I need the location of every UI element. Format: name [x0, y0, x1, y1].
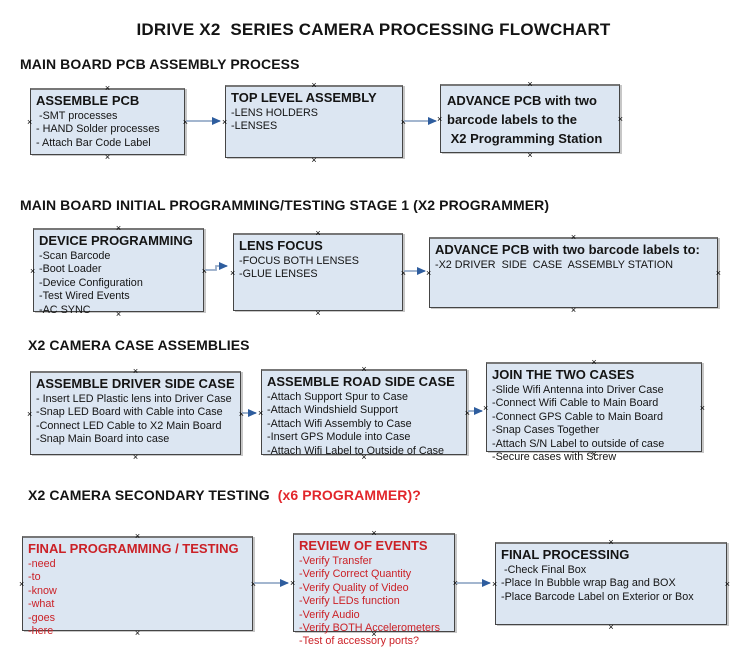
box-item: -Insert GPS Module into Case: [267, 431, 411, 444]
box-title: JOIN THE TWO CASES: [492, 367, 635, 382]
box-item: -Test Wired Events: [39, 290, 130, 303]
box-item: -Attach Wifi Assembly to Case: [267, 417, 412, 430]
box-item: -Slide Wifi Antenna into Driver Case: [492, 384, 664, 396]
box-item: -goes: [28, 611, 56, 624]
box-item: -Attach Wifi Label to Outside of Case: [267, 444, 445, 457]
section-heading-pcb-assembly: MAIN BOARD PCB ASSEMBLY PROCESS: [20, 56, 300, 72]
box-advance-pcb-driver-side: ADVANCE PCB with two barcode labels to: …: [426, 233, 721, 315]
box-item: -know: [28, 584, 57, 597]
box-device-programming: DEVICE PROGRAMMING -Scan Barcode-Boot Lo…: [30, 224, 207, 319]
box-item: -Verify Quality of Video: [299, 581, 409, 594]
box-assemble-driver-side-case: ASSEMBLE DRIVER SIDE CASE - Insert LED P…: [27, 367, 244, 462]
box-assemble-road-side-case: ASSEMBLE ROAD SIDE CASE -Attach Support …: [258, 365, 470, 462]
box-item: -Verify Audio: [299, 608, 360, 621]
box-title: FINAL PROCESSING: [501, 547, 630, 562]
box-item: - Insert LED Plastic lens into Driver Ca…: [36, 393, 232, 405]
box-items: -Verify Transfer-Verify Correct Quantity…: [294, 554, 454, 649]
box-items: -SMT processes- HAND Solder processes- A…: [31, 109, 184, 150]
box-item: -Verify Transfer: [299, 555, 373, 567]
box-items: -Attach Support Spur to Case-Attach Wind…: [262, 390, 466, 458]
box-items: -LENS HOLDERS-LENSES: [226, 106, 402, 134]
box-title-line: barcode labels to the: [447, 112, 578, 127]
box-item: -Snap LED Board with Cable into Case: [36, 406, 223, 419]
box-assemble-pcb: ASSEMBLE PCB -SMT processes- HAND Solder…: [27, 84, 188, 162]
box-item: -LENS HOLDERS: [231, 107, 318, 119]
box-top-level-assembly: TOP LEVEL ASSEMBLY -LENS HOLDERS-LENSES …: [222, 81, 406, 165]
box-items: -Slide Wifi Antenna into Driver Case-Con…: [487, 383, 701, 464]
box-item: -Connect LED Cable to X2 Main Board: [36, 419, 222, 432]
box-advance-pcb-programming-station: ADVANCE PCB with two barcode labels to th…: [437, 80, 623, 160]
box-item: -AC SYNC: [39, 303, 91, 316]
box-item: -FOCUS BOTH LENSES: [239, 255, 359, 267]
box-item: -here: [28, 625, 54, 638]
box-title: ASSEMBLE PCB: [36, 93, 140, 108]
box-item: -need: [28, 558, 56, 570]
box-review-of-events: REVIEW OF EVENTS -Verify Transfer-Verify…: [290, 529, 458, 648]
box-title: DEVICE PROGRAMMING: [39, 233, 193, 248]
box-title: ASSEMBLE DRIVER SIDE CASE: [36, 376, 235, 391]
box-title-lines: ADVANCE PCB with two barcode labels to th…: [441, 86, 619, 148]
box-items: -Scan Barcode-Boot Loader-Device Configu…: [34, 249, 203, 317]
section-heading-initial-programming: MAIN BOARD INITIAL PROGRAMMING/TESTING S…: [20, 197, 550, 213]
box-join-two-cases: JOIN THE TWO CASES -Slide Wifi Antenna i…: [483, 358, 705, 464]
section-heading-red-part: (x6 PROGRAMMER)?: [277, 487, 421, 503]
box-item: -Check Final Box: [501, 564, 587, 576]
box-final-programming-testing: FINAL PROGRAMMING / TESTING -need-to-kno…: [19, 532, 256, 638]
box-item: -Snap Main Board into case: [36, 433, 170, 446]
box-item: -to: [28, 571, 41, 584]
box-item: -Secure cases with Screw: [492, 451, 617, 464]
box-title: LENS FOCUS: [239, 238, 323, 253]
box-item: -Connect Wifi Cable to Main Board: [492, 397, 659, 410]
box-title: ASSEMBLE ROAD SIDE CASE: [267, 374, 455, 389]
box-item: -Device Configuration: [39, 276, 143, 289]
box-items: -X2 DRIVER SIDE CASE ASSEMBLY STATION: [430, 258, 717, 272]
box-final-processing: FINAL PROCESSING -Check Final Box-Place …: [492, 538, 730, 632]
box-title-line: X2 Programming Station: [447, 131, 603, 146]
box-item: -GLUE LENSES: [239, 268, 318, 281]
box-title: REVIEW OF EVENTS: [299, 538, 428, 553]
box-item: -LENSES: [231, 120, 278, 133]
box-item: -what: [28, 598, 55, 611]
box-items: - Insert LED Plastic lens into Driver Ca…: [31, 392, 240, 447]
box-title-line: ADVANCE PCB with two: [447, 93, 597, 108]
box-item: -Attach Windshield Support: [267, 404, 398, 417]
box-item: -X2 DRIVER SIDE CASE ASSEMBLY STATION: [435, 259, 673, 271]
box-title: ADVANCE PCB with two barcode labels to:: [435, 242, 700, 257]
section-heading-case-assemblies: X2 CAMERA CASE ASSEMBLIES: [28, 337, 250, 353]
box-items: -Check Final Box-Place In Bubble wrap Ba…: [496, 563, 726, 604]
box-item: -Verify BOTH Accelerometers: [299, 622, 440, 635]
box-item: -Place Barcode Label on Exterior or Box: [501, 590, 694, 603]
box-item: -Place In Bubble wrap Bag and BOX: [501, 577, 676, 590]
box-item: -Attach S/N Label to outside of case: [492, 437, 665, 450]
box-items: -FOCUS BOTH LENSES-GLUE LENSES: [234, 254, 402, 282]
box-item: - Attach Bar Code Label: [36, 136, 151, 149]
box-item: -Verify LEDs function: [299, 595, 400, 608]
section-heading-secondary-testing: X2 CAMERA SECONDARY TESTING (x6 PROGRAMM…: [28, 487, 421, 503]
box-item: -Boot Loader: [39, 263, 102, 276]
flow-arrow: [205, 262, 228, 271]
section-heading-black-part: X2 CAMERA SECONDARY TESTING: [28, 487, 278, 503]
box-item: -Verify Correct Quantity: [299, 568, 412, 581]
box-item: -Attach Support Spur to Case: [267, 391, 409, 403]
box-item: -SMT processes: [36, 110, 118, 122]
box-item: -Connect GPS Cable to Main Board: [492, 410, 664, 423]
box-item: -Snap Cases Together: [492, 424, 600, 437]
box-item: - HAND Solder processes: [36, 123, 160, 136]
box-title: TOP LEVEL ASSEMBLY: [231, 90, 377, 105]
page-title: IDRIVE X2 SERIES CAMERA PROCESSING FLOWC…: [136, 20, 611, 39]
box-item: -Scan Barcode: [39, 250, 111, 262]
box-item: -Test of accessory ports?: [299, 635, 420, 648]
box-items: -need-to-know-what-goes-here: [23, 557, 252, 638]
box-title: FINAL PROGRAMMING / TESTING: [28, 541, 239, 556]
